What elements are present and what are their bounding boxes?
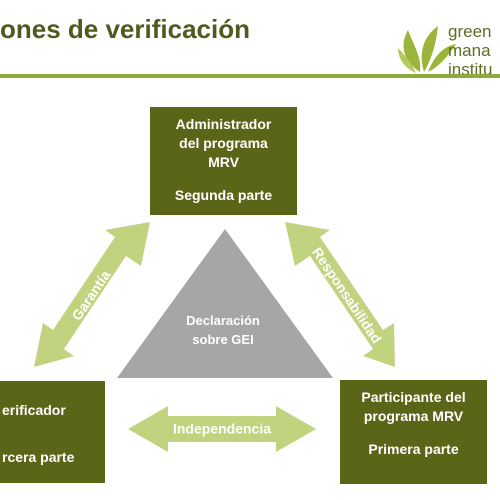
header-divider (0, 74, 500, 78)
box-line: MRV (208, 154, 239, 170)
mrv-participant-box: Participante del programa MRV Primera pa… (340, 380, 487, 484)
ghg-statement-label: Declaración sobre GEI (150, 311, 296, 349)
logo-line: green (448, 22, 492, 41)
triangle-line: sobre GEI (192, 332, 254, 347)
ghg-statement-triangle (117, 229, 333, 378)
box-subtitle: Segunda parte (174, 187, 273, 203)
independence-arrow (128, 406, 316, 452)
box-line: Participante del (361, 389, 466, 405)
guarantee-arrow (34, 222, 150, 367)
logo-text: green mana institu (448, 22, 492, 79)
logo-line: mana (448, 41, 491, 60)
triangle-line: Declaración (186, 313, 260, 328)
box-line: del programa (179, 135, 268, 151)
verifier-box: erificador rcera parte (0, 381, 105, 483)
program-administrator-box: Administrador del programa MRV Segunda p… (150, 107, 297, 215)
responsibility-arrow (285, 222, 395, 367)
box-line: Administrador (175, 116, 272, 132)
responsibility-arrow-label: Responsabilidad (309, 244, 385, 346)
box-subtitle: rcera parte (2, 449, 75, 465)
box-subtitle: Primera parte (368, 441, 459, 457)
page-title: ones de verificación (0, 14, 250, 44)
box-line: programa MRV (363, 408, 464, 424)
box-line: erificador (2, 402, 66, 418)
independence-arrow-label: Independencia (173, 421, 271, 437)
box-spacer (340, 426, 487, 440)
box-spacer (150, 172, 297, 186)
leaf-logo-icon (398, 26, 456, 73)
